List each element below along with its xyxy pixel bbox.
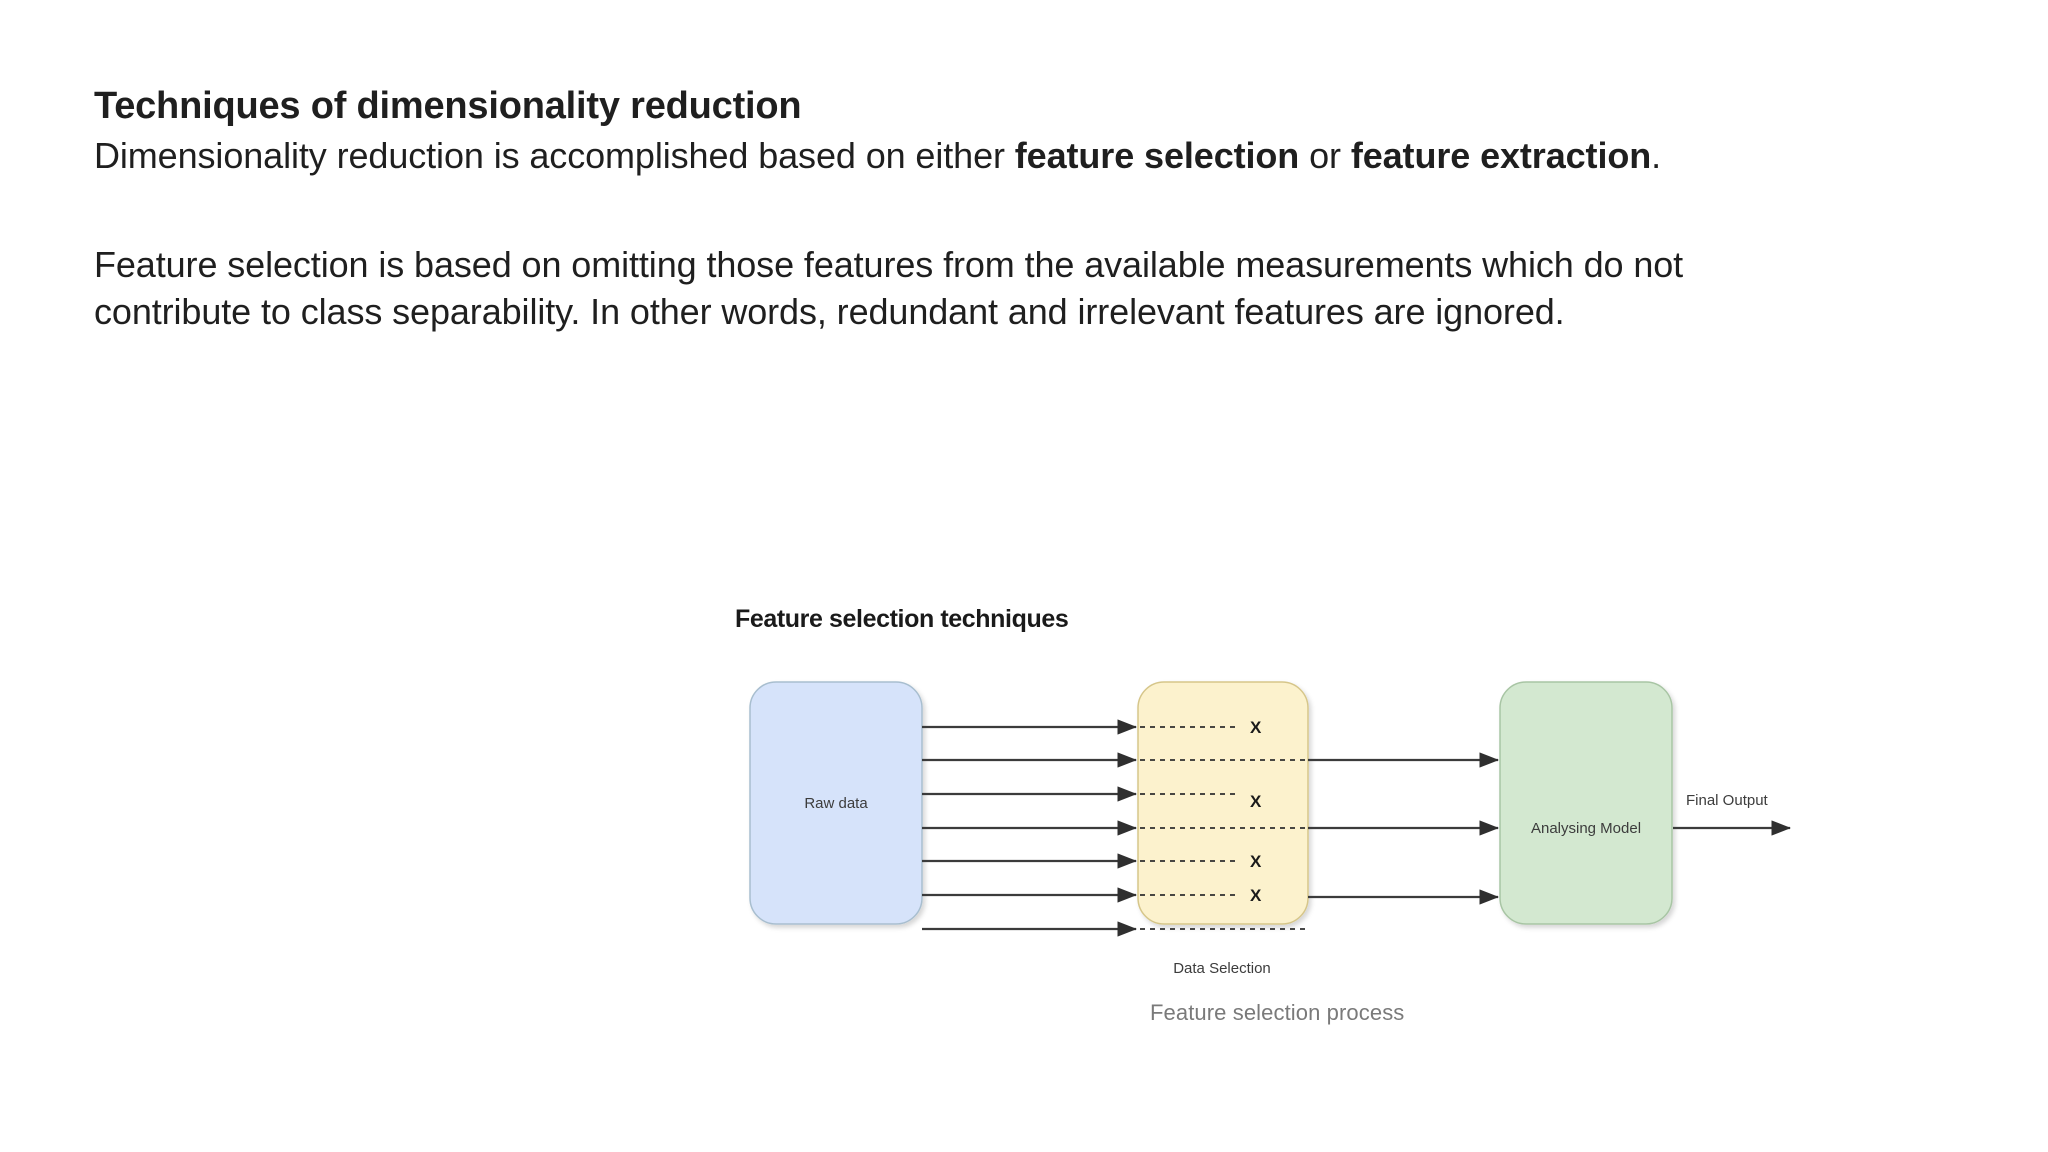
edge-final-output: Final Output [1673, 792, 1792, 836]
paragraph-feature-selection: Feature selection is based on omitting t… [94, 244, 1684, 333]
figure-caption: Feature selection process [1150, 1000, 1405, 1025]
reject-mark-row-6: X [1250, 886, 1262, 905]
paragraph-intro: Dimensionality reduction is accomplished… [94, 133, 1794, 180]
node-raw-data[interactable]: Raw data [749, 681, 923, 925]
paragraph-intro-part-3: . [1651, 135, 1662, 177]
paragraph-intro-part-1: Dimensionality reduction is accomplished… [94, 135, 1015, 177]
edge-final-output-label: Final Output [1686, 792, 1769, 809]
edge-group-raw-to-selection [922, 719, 1138, 937]
figure-title: Feature selection techniques [735, 605, 1069, 633]
page-title: Techniques of dimensionality reduction [94, 85, 802, 127]
reject-mark-row-3: X [1250, 792, 1262, 811]
edge-group-selection-to-model [1308, 752, 1500, 905]
node-analysing-model-shape [1499, 681, 1673, 925]
paragraph-intro-bold-feature-selection: feature selection [1014, 135, 1300, 177]
paragraph-intro-part-2: or [1299, 135, 1351, 177]
figure-feature-selection: Feature selection techniques Raw data [0, 560, 2048, 1080]
reject-mark-row-1: X [1250, 718, 1262, 737]
diagram-canvas: Raw data [749, 681, 1792, 977]
node-analysing-model[interactable]: Analysing Model [1499, 681, 1673, 925]
node-data-selection-shape [1137, 681, 1309, 925]
node-data-selection[interactable]: X X X X Data Selection [1137, 681, 1309, 977]
node-raw-data-label: Raw data [804, 795, 868, 812]
node-analysing-model-label: Analysing Model [1531, 820, 1641, 837]
reject-mark-row-5: X [1250, 852, 1262, 871]
node-data-selection-label: Data Selection [1173, 960, 1271, 977]
slide-text-block: Techniques of dimensionality reduction D… [94, 82, 1794, 336]
paragraph-spacer [94, 180, 1794, 242]
paragraph-intro-bold-feature-extraction: feature extraction [1350, 135, 1652, 177]
data-selection-tracks [1140, 726, 1307, 930]
node-raw-data-shape [749, 681, 923, 925]
